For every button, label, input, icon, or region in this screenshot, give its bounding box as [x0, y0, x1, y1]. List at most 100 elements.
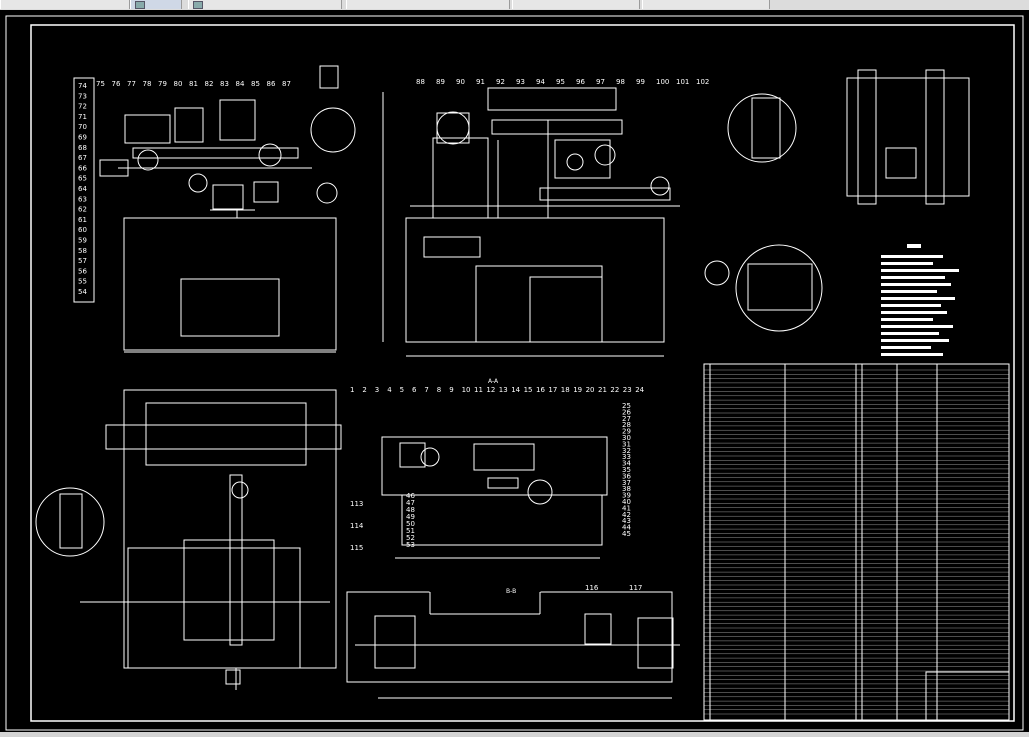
part-leader-label: 90 — [456, 78, 465, 86]
part-leader-label: 56 — [78, 267, 87, 275]
drawing-file-icon — [193, 1, 203, 9]
part-leader-label: 22 — [610, 386, 619, 394]
part-leader-label: 43 — [622, 517, 631, 525]
parts-list-rows — [704, 369, 1009, 715]
document-tab[interactable] — [188, 0, 342, 9]
part-leader-label: 59 — [78, 237, 87, 245]
part-leader-label: 6 — [412, 386, 417, 394]
part-leader-label: 20 — [586, 386, 595, 394]
part-leader-label: 46 — [406, 492, 415, 500]
part-leader-label: 100 — [656, 78, 669, 86]
view-title-b-b: B-B — [506, 588, 516, 595]
detail-circle-a — [310, 107, 356, 153]
part-leader-label: 16 — [536, 386, 545, 394]
part-leader-label: 87 — [282, 80, 291, 88]
part-leader-label: 62 — [78, 206, 87, 214]
document-tab[interactable] — [130, 0, 182, 9]
part-leader-label: 115 — [350, 544, 363, 552]
document-tab[interactable] — [346, 0, 510, 9]
part-leader-label: 24 — [635, 386, 644, 394]
part-leader-label: 39 — [622, 492, 631, 500]
part-leader-label: 55 — [78, 278, 87, 286]
part-leader-label: 72 — [78, 103, 87, 111]
document-tab[interactable] — [512, 0, 640, 9]
part-leader-label: 3 — [375, 386, 379, 394]
part-leader-label: 5 — [400, 386, 404, 394]
part-leader-label: 75 — [96, 80, 105, 88]
part-leader-label: 49 — [406, 513, 415, 521]
part-leader-label: 77 — [127, 80, 136, 88]
part-leader-label: 96 — [576, 78, 585, 86]
part-leader-label: 48 — [406, 506, 415, 514]
part-leader-label: 78 — [143, 80, 152, 88]
part-leader-label: 53 — [406, 541, 415, 549]
part-leader-label: 58 — [78, 247, 87, 255]
part-leader-label: 73 — [78, 92, 87, 100]
part-leader-label: 57 — [78, 257, 87, 265]
view-b-b — [346, 591, 680, 699]
drawing-frame — [30, 24, 1015, 722]
part-leader-label: 80 — [174, 80, 183, 88]
outer-border — [5, 15, 1024, 731]
part-leader-label: 42 — [622, 511, 631, 519]
part-leader-label: 70 — [78, 123, 87, 131]
part-leader-label: 34 — [622, 460, 631, 468]
part-leader-label: 92 — [496, 78, 505, 86]
part-leader-label: 1 — [350, 386, 354, 394]
part-leader-label: 10 — [462, 386, 471, 394]
part-leader-label: 51 — [406, 527, 415, 535]
part-leader-label: 13 — [499, 386, 508, 394]
part-leader-label: 83 — [220, 80, 229, 88]
part-leader-label: 81 — [189, 80, 198, 88]
part-leader-label: 113 — [350, 500, 363, 508]
leader-table-left — [73, 77, 95, 303]
part-leader-label: 37 — [622, 479, 631, 487]
part-leader-label: 85 — [251, 80, 260, 88]
part-leader-label: 31 — [622, 440, 631, 448]
part-leader-label: 35 — [622, 466, 631, 474]
part-leader-label: 64 — [78, 185, 87, 193]
part-leader-label: 79 — [158, 80, 167, 88]
part-leader-label: 89 — [436, 78, 445, 86]
drawing-file-icon — [135, 1, 145, 9]
part-leader-label: 47 — [406, 499, 415, 507]
detail-views-right — [704, 69, 970, 332]
part-leader-label: 33 — [622, 453, 631, 461]
status-bar — [0, 732, 1029, 737]
part-leader-label: 65 — [78, 175, 87, 183]
part-leader-label: 63 — [78, 195, 87, 203]
part-leader-label: 44 — [622, 524, 631, 532]
part-leader-label: 99 — [636, 78, 645, 86]
part-leader-label: 19 — [573, 386, 582, 394]
part-leader-label: 88 — [416, 78, 425, 86]
front-view-left — [99, 99, 337, 353]
part-leader-label: 54 — [78, 288, 87, 296]
part-leader-label: 117 — [629, 584, 642, 592]
section-a-a — [381, 436, 608, 559]
plan-view — [35, 389, 342, 690]
part-leader-label: 30 — [622, 434, 631, 442]
part-leader-label: 86 — [267, 80, 276, 88]
part-leader-label: 95 — [556, 78, 565, 86]
document-tab[interactable] — [0, 0, 130, 9]
part-leader-label: 74 — [78, 82, 87, 90]
part-leader-label: 76 — [112, 80, 121, 88]
part-leader-label: 114 — [350, 522, 364, 530]
part-leader-label: 27 — [622, 415, 631, 423]
drawing-svg: 7473727170696867666564636261605958575655… — [5, 15, 1024, 731]
technical-notes — [881, 244, 959, 356]
part-leader-label: 66 — [78, 164, 87, 172]
part-leader-label: 7 — [424, 386, 428, 394]
part-leader-label: 91 — [476, 78, 485, 86]
part-leader-label: 15 — [524, 386, 533, 394]
part-leader-label: 25 — [622, 402, 631, 410]
part-leader-label: 8 — [437, 386, 441, 394]
part-leader-label: 69 — [78, 134, 87, 142]
part-leader-label: 60 — [78, 226, 87, 234]
part-leader-label: 84 — [236, 80, 245, 88]
part-leader-label: 17 — [548, 386, 557, 394]
document-tab[interactable] — [642, 0, 770, 9]
part-leader-label: 18 — [561, 386, 570, 394]
part-leader-label: 97 — [596, 78, 605, 86]
